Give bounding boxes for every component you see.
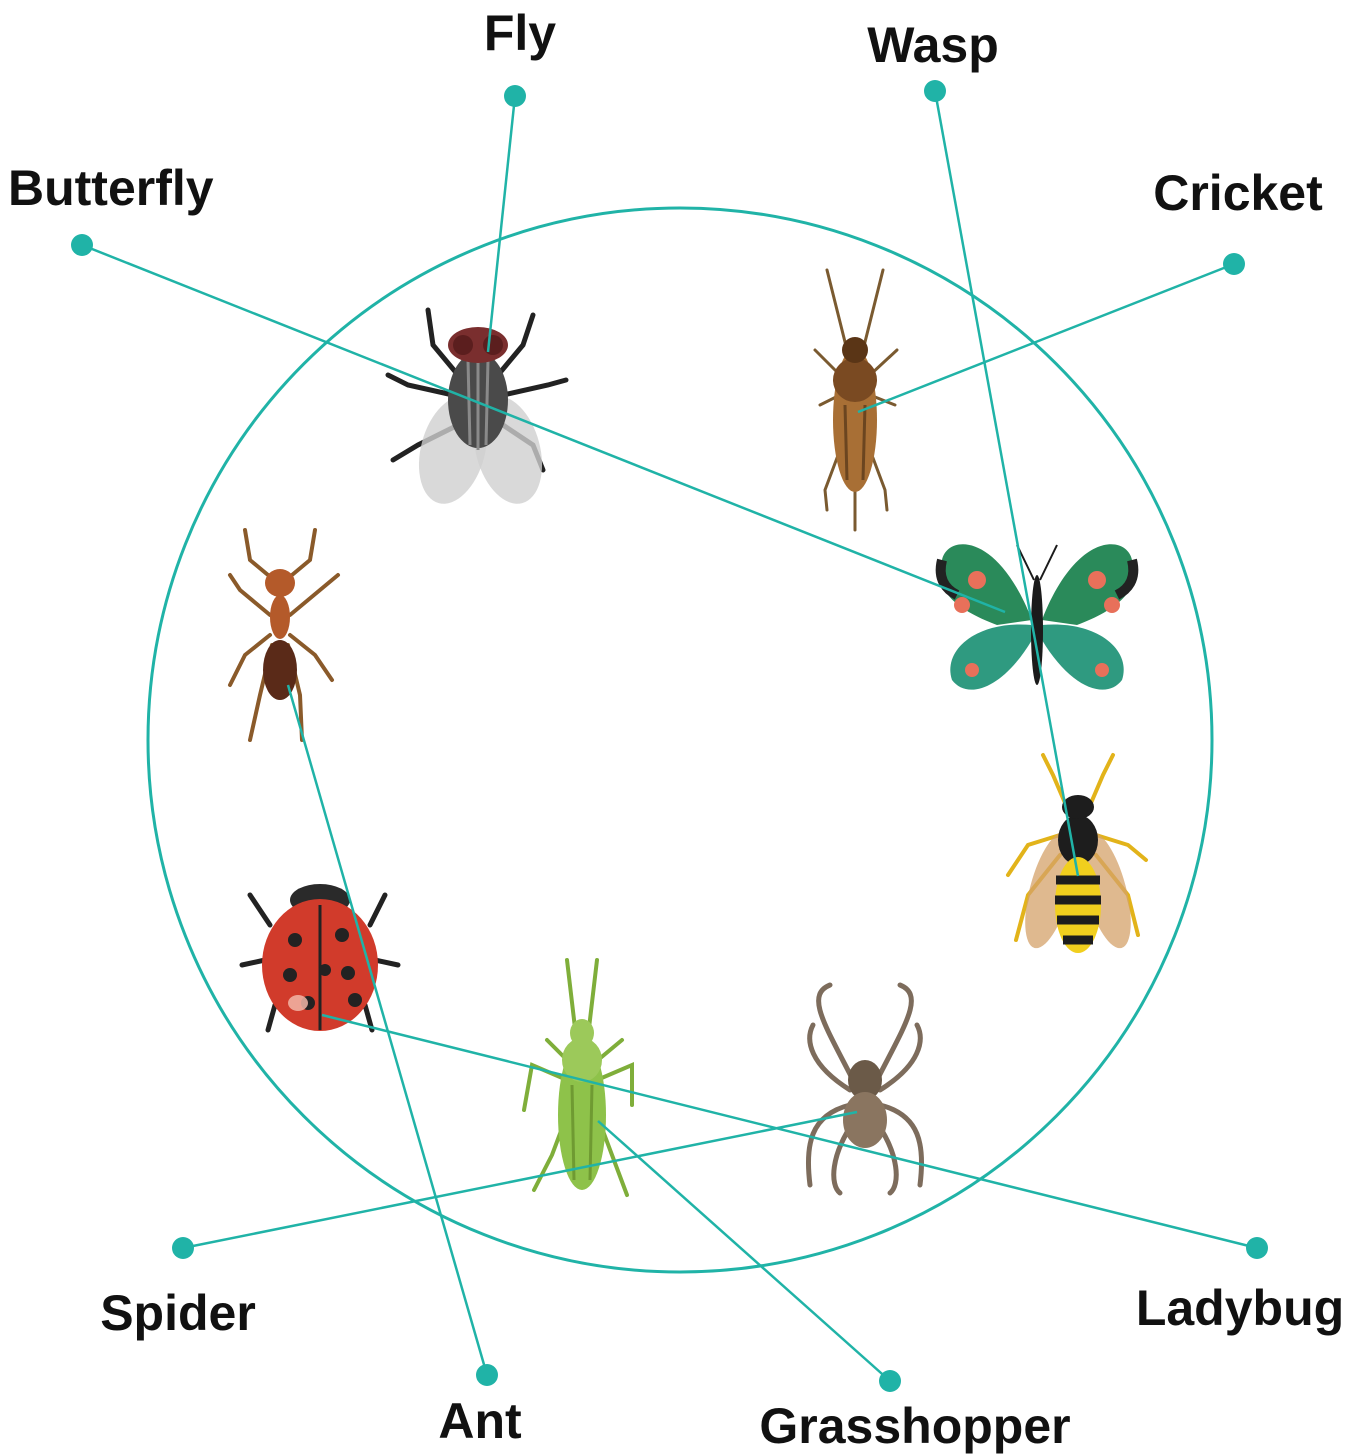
connector-fly xyxy=(488,96,515,352)
connector-grasshopper xyxy=(598,1121,890,1381)
wasp-illustration xyxy=(1008,755,1146,953)
label-ant: Ant xyxy=(438,1393,522,1449)
ladybug-illustration xyxy=(242,884,398,1031)
label-grasshopper: Grasshopper xyxy=(759,1398,1070,1454)
connector-lines xyxy=(82,91,1257,1381)
dot-ant[interactable] xyxy=(476,1364,498,1386)
dot-wasp[interactable] xyxy=(924,80,946,102)
dot-fly[interactable] xyxy=(504,85,526,107)
spider-illustration xyxy=(808,985,921,1193)
label-fly: Fly xyxy=(484,5,556,61)
dot-ladybug[interactable] xyxy=(1246,1237,1268,1259)
connector-ladybug xyxy=(322,1015,1257,1248)
dot-grasshopper[interactable] xyxy=(879,1370,901,1392)
butterfly-illustration xyxy=(940,544,1134,689)
label-butterfly: Butterfly xyxy=(8,160,214,216)
label-ladybug: Ladybug xyxy=(1136,1280,1344,1336)
connector-cricket xyxy=(858,264,1234,412)
connector-wasp xyxy=(935,91,1078,876)
label-spider: Spider xyxy=(100,1285,256,1341)
fly-illustration xyxy=(388,310,566,511)
connector-spider xyxy=(183,1112,857,1248)
label-cricket: Cricket xyxy=(1153,165,1323,221)
ant-illustration xyxy=(230,530,338,740)
label-wasp: Wasp xyxy=(867,17,999,73)
dot-cricket[interactable] xyxy=(1223,253,1245,275)
dot-spider[interactable] xyxy=(172,1237,194,1259)
cricket-illustration xyxy=(815,270,897,530)
dot-butterfly[interactable] xyxy=(71,234,93,256)
